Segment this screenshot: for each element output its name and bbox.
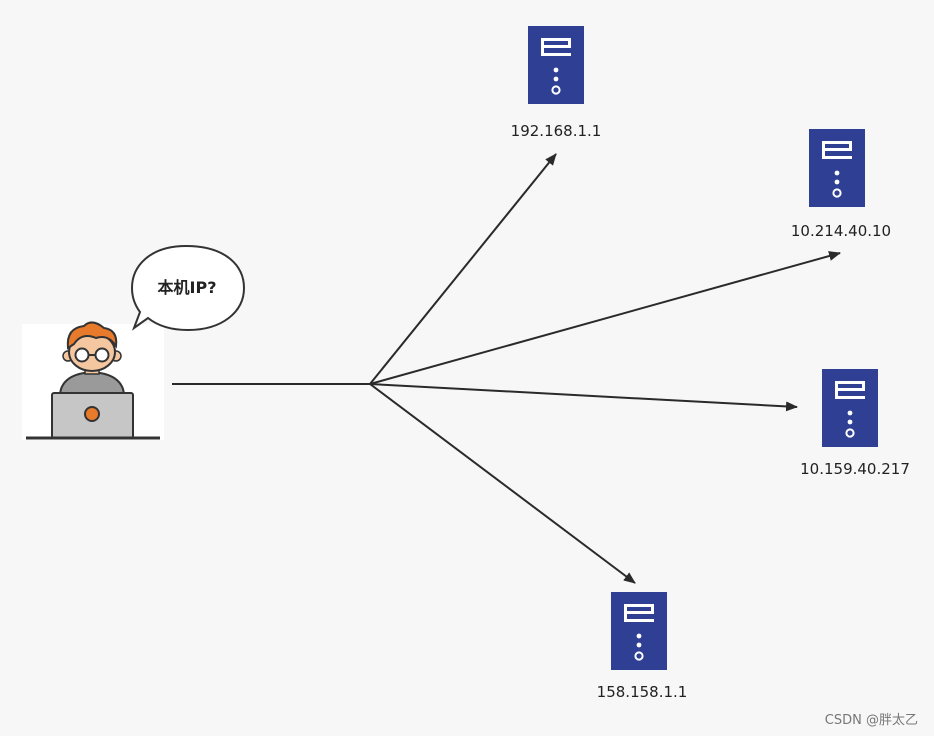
- server-1: 192.168.1.1: [511, 25, 602, 140]
- server-2: 10.214.40.10: [791, 128, 891, 240]
- arrow-to-server-3: [369, 383, 798, 412]
- server-3: 10.159.40.217: [800, 368, 910, 478]
- arrow-to-server-2: [369, 251, 841, 385]
- server-icon: [808, 128, 866, 208]
- server-label: 192.168.1.1: [511, 122, 602, 140]
- user-at-laptop-icon: [22, 321, 164, 440]
- server-4: 158.158.1.1: [597, 591, 688, 701]
- server-icon: [610, 591, 668, 671]
- server-label: 158.158.1.1: [597, 683, 688, 701]
- server-label: 10.159.40.217: [800, 460, 910, 478]
- server-icon: [527, 25, 585, 105]
- arrow-to-server-4: [369, 383, 636, 584]
- speech-bubble-text: 本机IP?: [158, 278, 217, 297]
- server-icon: [821, 368, 879, 448]
- arrow-to-server-1: [369, 153, 557, 385]
- server-label: 10.214.40.10: [791, 222, 891, 240]
- speech-bubble: 本机IP?: [130, 244, 246, 332]
- watermark: CSDN @胖太乙: [825, 713, 918, 728]
